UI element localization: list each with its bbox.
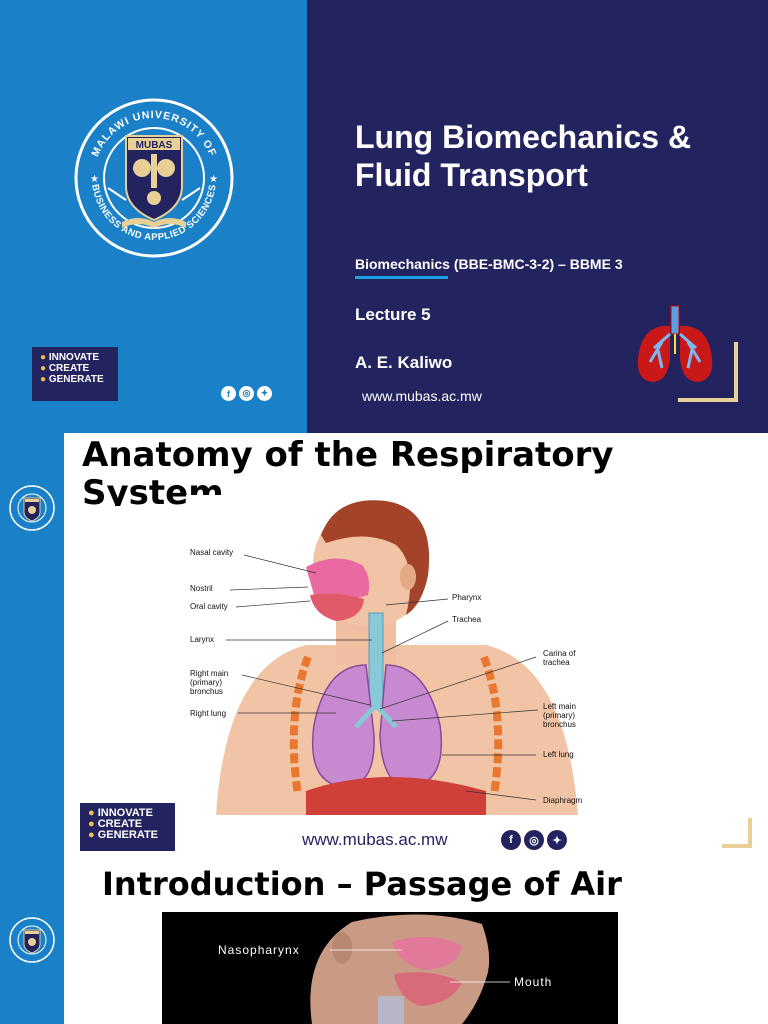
university-logo: MALAWI UNIVERSITY OF BUSINESS AND APPLIE…: [74, 98, 234, 258]
slide3-title: Introduction – Passage of Air: [102, 865, 622, 903]
label-right-lung: Right lung: [190, 709, 226, 718]
presentation-title: Lung Biomechanics & Fluid Transport: [355, 119, 692, 193]
lecture-number: Lecture 5: [355, 305, 431, 324]
instagram-icon[interactable]: ◎: [239, 386, 254, 401]
twitter-icon[interactable]: ✦: [257, 386, 272, 401]
label-right-main-bronchus-2: (primary): [190, 678, 222, 687]
svg-text:MUBAS: MUBAS: [136, 140, 173, 151]
badge-line-3: GENERATE: [48, 374, 104, 385]
innovate-badge-slide2: ● INNOVATE ● CREATE ● GENERATE: [80, 803, 175, 851]
course-subtitle: Biomechanics (BBE-BMC-3-2) – BBME 3: [355, 256, 623, 272]
slide2-title: Anatomy of the Respiratory System: [82, 436, 614, 506]
label-carina-2: trachea: [543, 658, 570, 667]
badge-line-1: INNOVATE: [48, 352, 100, 363]
label-carina-1: Carina of: [543, 649, 576, 658]
title-slide: MALAWI UNIVERSITY OF BUSINESS AND APPLIE…: [0, 0, 768, 433]
label-right-main-bronchus-1: Right main: [190, 669, 228, 678]
badge2-line-3: GENERATE: [97, 829, 159, 841]
label-nasopharynx: Nasopharynx: [218, 943, 300, 957]
slide2-website-url[interactable]: www.mubas.ac.mw: [302, 830, 448, 849]
instagram-icon[interactable]: ◎: [524, 830, 544, 850]
decorative-corner: [678, 342, 738, 402]
label-right-main-bronchus-3: bronchus: [190, 687, 223, 696]
university-logo-small-slide3: [9, 917, 55, 963]
svg-text:★: ★: [90, 174, 99, 185]
lungs-illustration: ↑: [637, 300, 713, 382]
innovate-badge: ● INNOVATE ● CREATE ● GENERATE: [32, 347, 118, 401]
facebook-icon[interactable]: f: [501, 830, 521, 850]
label-mouth: Mouth: [514, 975, 552, 989]
label-left-main-bronchus-2: (primary): [543, 711, 575, 720]
respiratory-anatomy-diagram: Nasal cavity Nostril Oral cavity Larynx …: [186, 495, 600, 820]
label-larynx: Larynx: [190, 635, 214, 644]
label-diaphragm: Diaphragm: [543, 796, 582, 805]
label-nostril: Nostril: [190, 584, 213, 593]
badge-line-2: CREATE: [48, 363, 90, 374]
subtitle-underline: [355, 276, 448, 279]
label-left-main-bronchus-3: bronchus: [543, 720, 576, 729]
label-left-lung: Left lung: [543, 750, 574, 759]
decorative-corner-slide2: [722, 818, 752, 848]
label-pharynx: Pharynx: [452, 593, 481, 602]
label-trachea: Trachea: [452, 615, 482, 624]
svg-text:↑: ↑: [672, 300, 675, 306]
twitter-icon[interactable]: ✦: [547, 830, 567, 850]
university-logo-small: [9, 485, 55, 531]
label-left-main-bronchus-1: Left main: [543, 702, 576, 711]
badge2-line-2: CREATE: [97, 818, 143, 830]
author-name: A. E. Kaliwo: [355, 353, 453, 372]
facebook-icon[interactable]: f: [221, 386, 236, 401]
label-oral-cavity: Oral cavity: [190, 602, 228, 611]
svg-text:★: ★: [209, 174, 218, 185]
badge2-line-1: INNOVATE: [97, 807, 153, 819]
slide2-social-icons: f ◎ ✦: [501, 830, 567, 850]
label-nasal-cavity: Nasal cavity: [190, 548, 233, 557]
passage-of-air-image: Nasopharynx Mouth: [162, 912, 618, 1024]
website-url[interactable]: www.mubas.ac.mw: [362, 388, 482, 404]
social-icons: f ◎ ✦: [221, 386, 272, 401]
